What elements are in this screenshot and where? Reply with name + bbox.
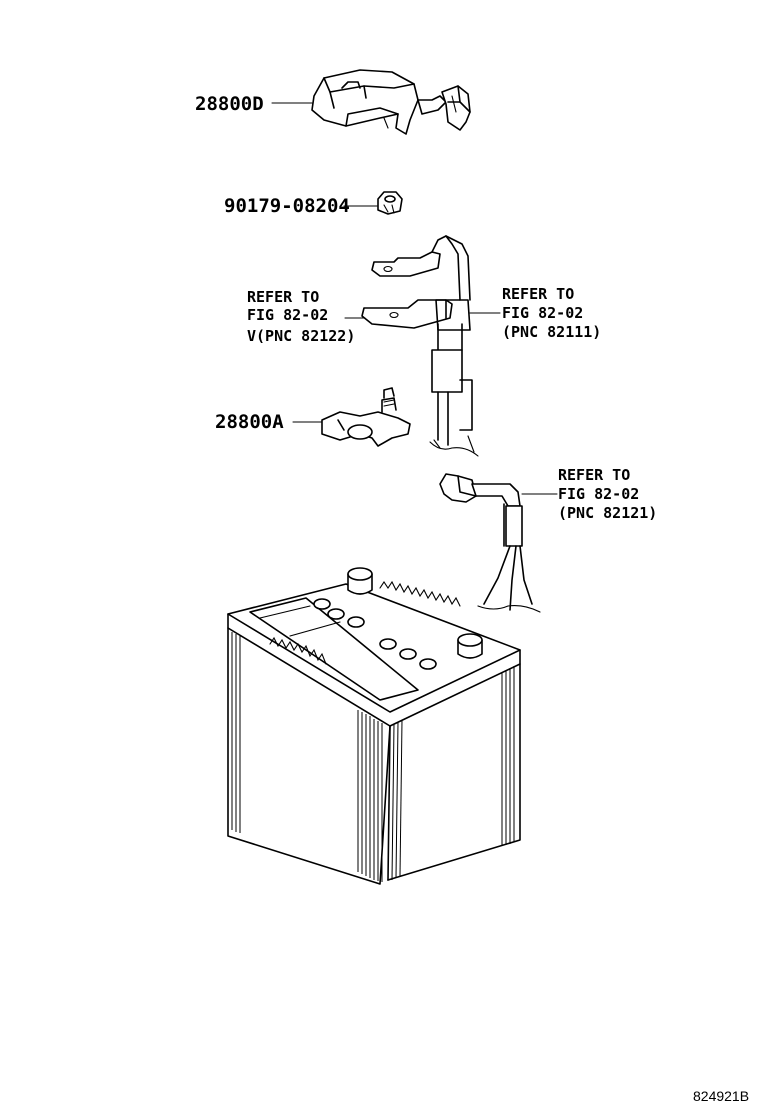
negative-cable-drawing bbox=[439, 473, 541, 613]
ref-lower-line2: FIG 82-02 bbox=[558, 485, 639, 503]
figure-number: 824921B bbox=[693, 1088, 749, 1104]
ref-left-line3: V(PNC 82122) bbox=[247, 327, 355, 345]
battery-drawing bbox=[227, 567, 521, 885]
ref-right-line2: FIG 82-02 bbox=[502, 304, 583, 322]
vent-caps bbox=[313, 598, 437, 670]
ref-right-line1: REFER TO bbox=[502, 285, 574, 303]
battery-terminal-drawing bbox=[321, 387, 411, 447]
part-label-nut: 90179-08204 bbox=[224, 195, 350, 217]
battery-edge-striping bbox=[231, 632, 515, 882]
ref-left-line1: REFER TO bbox=[247, 288, 319, 306]
nut-drawing bbox=[377, 191, 403, 215]
ref-lower-line1: REFER TO bbox=[558, 466, 630, 484]
ref-lower-line3: (PNC 82121) bbox=[558, 504, 657, 522]
terminal-cover-drawing bbox=[311, 69, 471, 135]
part-label-cover: 28800D bbox=[195, 93, 264, 115]
battery-posts bbox=[347, 567, 483, 659]
ref-left-line2: FIG 82-02 bbox=[247, 306, 328, 324]
ref-right-line3: (PNC 82111) bbox=[502, 323, 601, 341]
part-label-terminal: 28800A bbox=[215, 411, 284, 433]
positive-cable-drawing bbox=[361, 235, 479, 457]
